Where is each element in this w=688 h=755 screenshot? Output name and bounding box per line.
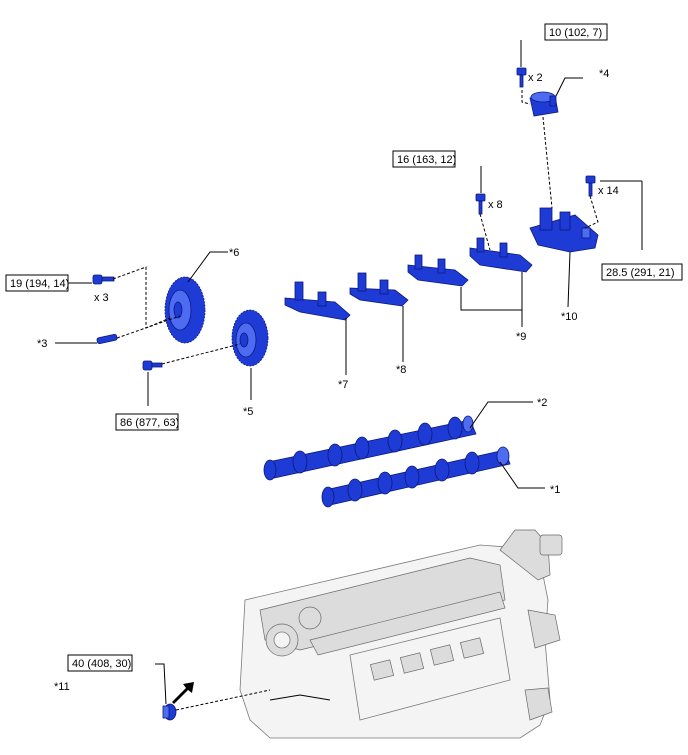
callout-c2: *2 (537, 397, 547, 409)
torque-spec-t5-text: 86 (877, 63) (120, 417, 179, 429)
quantity-q4: x 3 (94, 292, 109, 304)
knock-pin (96, 333, 118, 345)
camshaft-housing (529, 207, 599, 253)
quantity-q2: x 8 (488, 199, 503, 211)
callout-c1: *1 (550, 484, 560, 496)
bolt-ocv (516, 67, 527, 88)
callout-c11: *11 (54, 681, 70, 693)
torque-spec-t5: 86 (877, 63) (115, 413, 179, 431)
bolt-gear-center (142, 360, 163, 371)
camshaft-2 (263, 415, 477, 481)
callout-c3: *3 (37, 338, 47, 350)
oil-control-valve (529, 91, 559, 117)
torque-spec-t3: 19 (194, 14) (5, 274, 69, 292)
torque-spec-t4: 28.5 (291, 21) (601, 263, 683, 281)
bearing-cap-7 (284, 281, 351, 321)
torque-spec-t1: 10 (102, 7) (544, 23, 608, 41)
quantity-q3: x 14 (598, 185, 619, 197)
camshaft-1 (321, 446, 511, 508)
callout-c7: *7 (338, 379, 348, 391)
callout-c4: *4 (599, 68, 609, 80)
torque-spec-t1-text: 10 (102, 7) (549, 27, 602, 39)
leader-lines (55, 40, 643, 705)
torque-spec-t6: 40 (408, 30) (67, 654, 133, 672)
callout-c10: *10 (561, 311, 578, 323)
bearing-cap-9a (407, 254, 469, 287)
bearing-cap-9b (469, 237, 533, 273)
intake-cam-gear (164, 276, 206, 344)
arrow-icon (172, 682, 194, 704)
plug (162, 703, 177, 721)
torque-spec-t2-text: 16 (163, 12) (397, 154, 456, 166)
torque-spec-t3-text: 19 (194, 14) (10, 278, 69, 290)
assembly-lines (112, 90, 599, 711)
bearing-cap-8 (349, 272, 409, 307)
callout-c9: *9 (516, 331, 526, 343)
engine-block (239, 529, 563, 739)
bolt-housing (585, 175, 596, 197)
bolt-gear (92, 274, 115, 285)
callout-c5: *5 (243, 406, 253, 418)
torque-spec-t2: 16 (163, 12) (392, 150, 456, 168)
torque-spec-t6-text: 40 (408, 30) (72, 658, 131, 670)
bolt-cap (475, 193, 486, 215)
torque-spec-t4-text: 28.5 (291, 21) (606, 267, 675, 279)
callout-c6: *6 (229, 247, 239, 259)
quantity-q1: x 2 (528, 72, 543, 84)
exhaust-cam-gear (231, 309, 269, 367)
callout-c8: *8 (396, 364, 406, 376)
